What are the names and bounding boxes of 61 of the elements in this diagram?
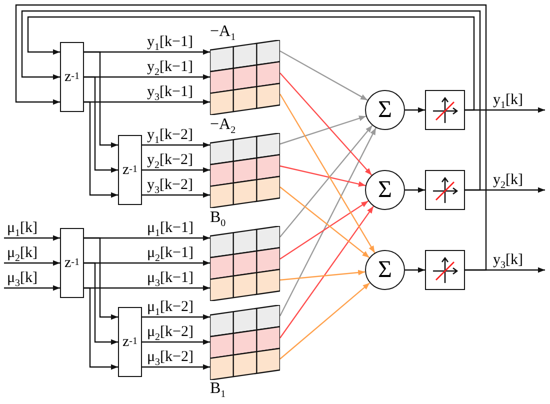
arrow [84, 51, 118, 148]
arrow [142, 142, 210, 148]
edge-label: y$_{3}$[k] [492, 253, 524, 268]
arrow [280, 50, 368, 101]
edge-label: y$_{3}$[k−1] [146, 85, 194, 100]
matrix-label: −A$_{1}$ [210, 24, 236, 40]
edge-label: y$_{1}$[k−1] [146, 35, 194, 50]
arrow [280, 186, 370, 258]
arrow [15, 4, 487, 271]
edge-label: y$_{3}$[k−2] [146, 178, 194, 193]
arrow [84, 287, 118, 370]
arrow [405, 267, 425, 273]
arrow [142, 192, 210, 198]
arrow [27, 16, 475, 111]
arrow [280, 116, 366, 145]
arrow [84, 237, 118, 320]
edge-label: y$_{1}$[k] [492, 93, 524, 108]
edge-label: y$_{2}$[k−2] [146, 153, 194, 168]
arrow [279, 128, 376, 316]
matrix-label: B$_{0}$ [210, 210, 226, 226]
edge-label: y$_{2}$[k] [492, 173, 524, 188]
arrow [142, 339, 210, 345]
arrow [279, 94, 376, 254]
arrow [142, 364, 210, 370]
arrow [84, 76, 118, 173]
arrow [4, 260, 60, 266]
edge-label: y$_{2}$[k−1] [146, 60, 194, 75]
summation-circle: Σ [365, 170, 405, 210]
matrix-label: B$_{1}$ [210, 381, 226, 397]
arrow [142, 314, 210, 320]
arrow [405, 107, 425, 113]
edge-label: μ$_{1}$[k−1] [146, 221, 194, 236]
matrix-label: −A$_{2}$ [210, 117, 236, 133]
summation-circle: Σ [365, 90, 405, 130]
edge-label: μ$_{1}$[k−2] [146, 300, 194, 315]
arrow [280, 282, 370, 360]
arrow [280, 270, 366, 281]
edge-label: y$_{1}$[k−2] [146, 128, 194, 143]
arrow [280, 72, 372, 176]
activation-box [425, 250, 465, 290]
arrow [4, 285, 60, 291]
edge-label: μ$_{2}$[k] [6, 246, 39, 261]
arrow [280, 206, 374, 338]
summation-circle: Σ [365, 250, 405, 290]
arrow [280, 165, 366, 187]
arrow [405, 187, 425, 193]
edge-label: μ$_{2}$[k−1] [146, 246, 194, 261]
activation-box [425, 170, 465, 210]
arrow [280, 200, 369, 260]
arrow [84, 101, 118, 198]
arrow [142, 167, 210, 173]
edge-label: μ$_{3}$[k−1] [146, 271, 194, 286]
edge-label: μ$_{2}$[k−2] [146, 325, 194, 340]
arrow [280, 125, 373, 238]
arrow [4, 235, 60, 241]
arrow [84, 262, 118, 345]
edge-label: μ$_{1}$[k] [6, 221, 39, 236]
activation-box [425, 90, 465, 130]
edge-label: μ$_{3}$[k−2] [146, 350, 194, 365]
arrow [21, 10, 481, 191]
edge-label: μ$_{3}$[k] [6, 271, 39, 286]
